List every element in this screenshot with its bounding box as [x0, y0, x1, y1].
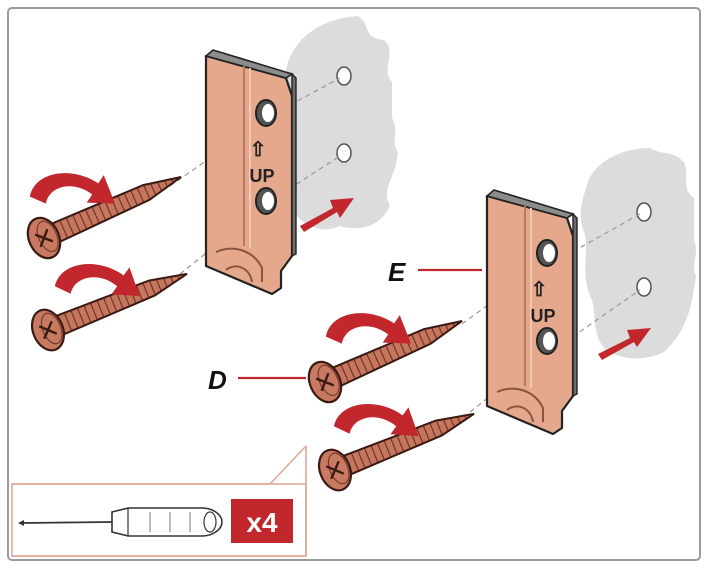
up-label-right: UP — [530, 306, 555, 326]
wall-patch-right — [580, 148, 696, 359]
callout-label-e: E — [388, 257, 406, 287]
push-arrow-left — [300, 198, 354, 232]
tool-callout: x4 — [11, 445, 307, 557]
up-arrow-icon: ⇧ — [250, 139, 267, 161]
up-label-left: UP — [249, 166, 274, 186]
quantity-badge — [231, 499, 293, 543]
mounting-bracket-left: ⇧ UP — [204, 48, 298, 296]
screwdriver-icon — [18, 507, 223, 537]
up-arrow-icon: ⇧ — [531, 279, 548, 301]
wall-patch-left — [274, 16, 398, 230]
mounting-bracket-right: ⇧ UP — [485, 188, 579, 436]
push-arrow-right — [598, 328, 651, 360]
quantity-label: x4 — [246, 507, 278, 538]
callout-label-d: D — [208, 365, 227, 395]
